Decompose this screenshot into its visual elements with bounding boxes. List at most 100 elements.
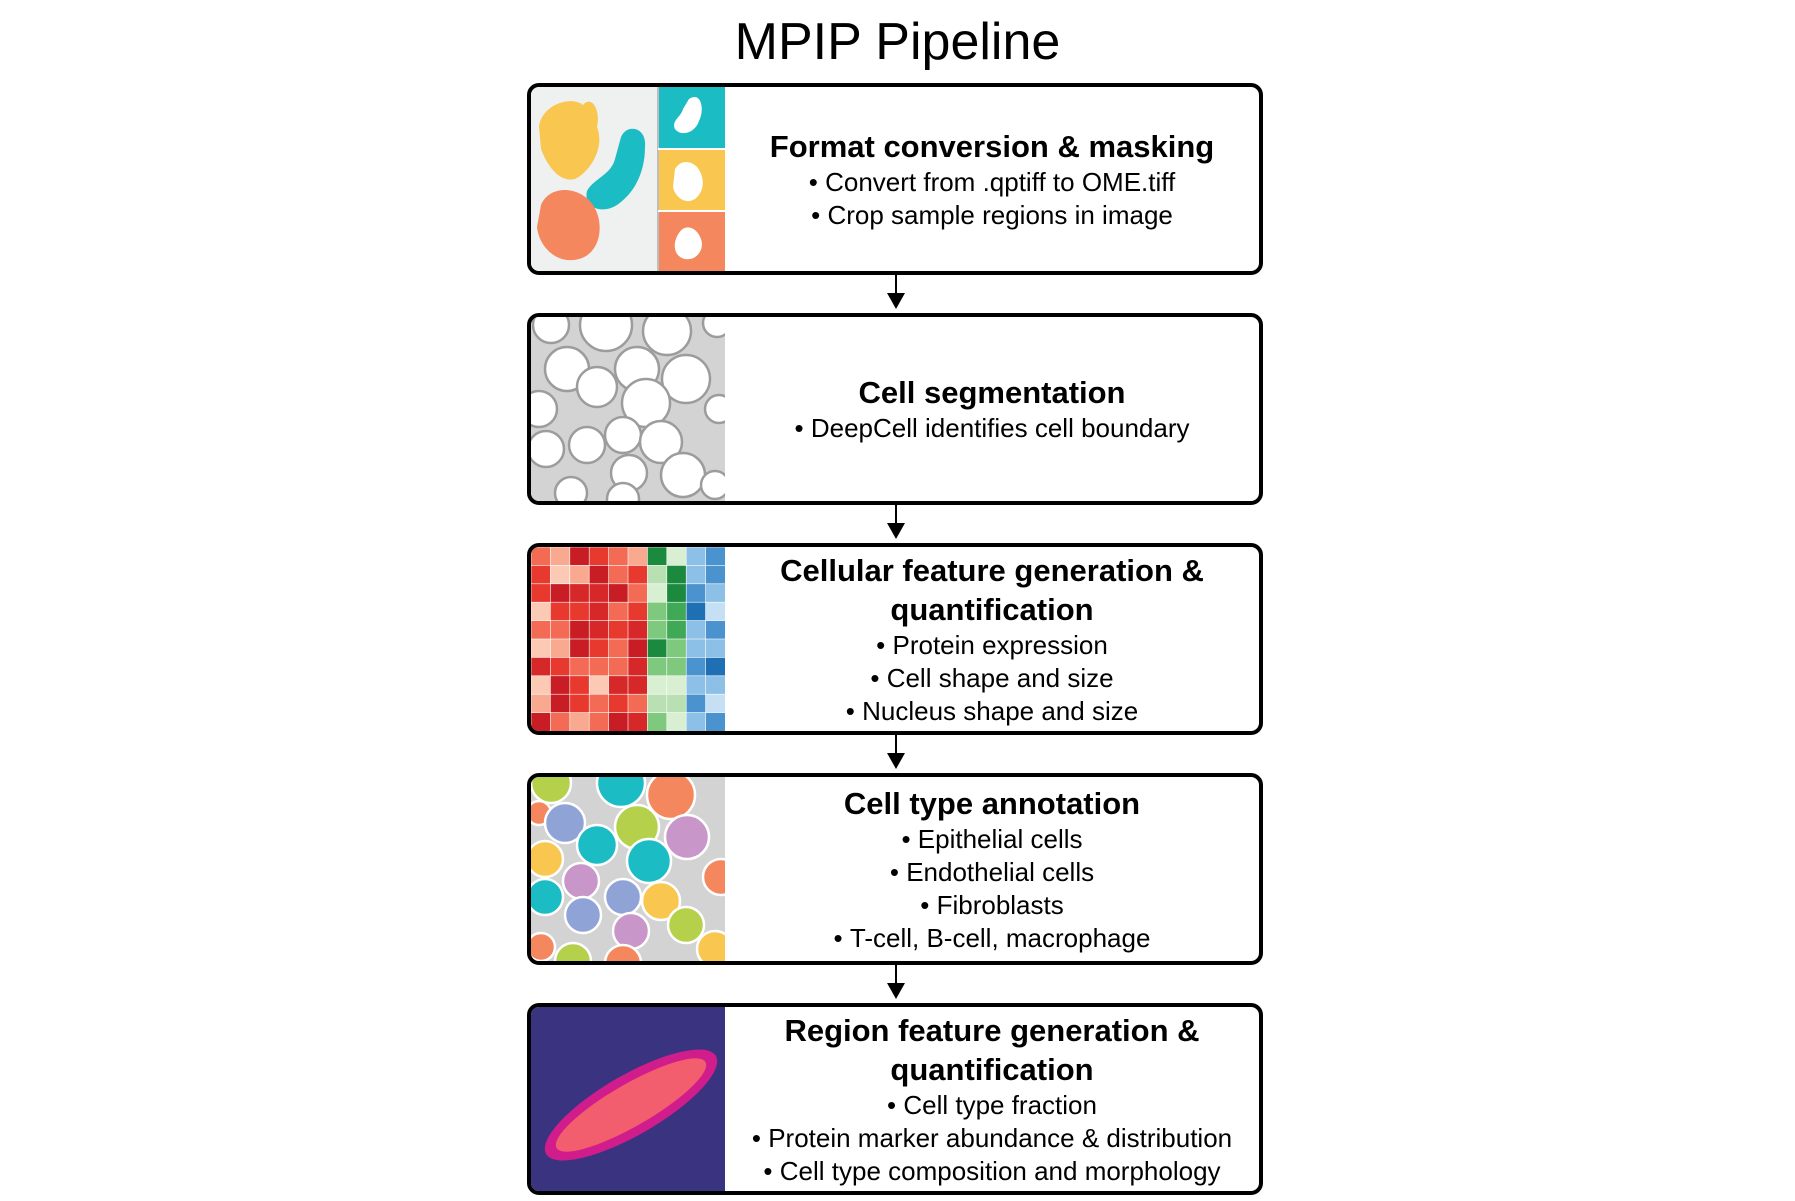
heatmap-cell xyxy=(569,693,590,714)
heatmap-cell xyxy=(588,620,610,640)
heatmap-cell xyxy=(569,565,590,585)
stage-cellular-features: Cellular feature generation & quantifica… xyxy=(527,543,1263,735)
heatmap-cell xyxy=(627,675,649,695)
stage-cell-segmentation: Cell segmentation DeepCell identifies ce… xyxy=(527,313,1263,505)
heatmap-cell xyxy=(705,675,725,695)
stage-format-conversion: Format conversion & masking Convert from… xyxy=(527,83,1263,275)
heatmap-cell xyxy=(608,712,629,731)
stage-title: Cell type annotation xyxy=(843,785,1141,821)
flow-arrow xyxy=(887,965,905,999)
bullet-item: Protein marker abundance & distribution xyxy=(752,1122,1232,1155)
stage-bullets: Protein expression Cell shape and size N… xyxy=(846,629,1138,728)
heatmap-cell xyxy=(685,565,707,585)
heatmap-cell xyxy=(627,657,649,677)
heatmap-cell xyxy=(666,712,687,731)
heatmap-cell xyxy=(647,620,668,640)
heatmap-cell xyxy=(550,675,571,695)
stage-bullets: Convert from .qptiff to OME.tiff Crop sa… xyxy=(809,166,1176,232)
heatmap-cell xyxy=(550,638,571,659)
heatmap-cell xyxy=(531,583,552,603)
heatmap-cell xyxy=(588,657,610,677)
heatmap-cell xyxy=(627,693,649,714)
segmentation-illustration xyxy=(531,317,725,501)
heatmap-cell xyxy=(608,583,629,603)
heatmap-cell xyxy=(627,601,649,622)
heatmap-cell xyxy=(705,583,725,603)
heatmap-cell xyxy=(647,657,668,677)
heatmap-cell xyxy=(647,583,668,603)
stage-title: Format conversion & masking xyxy=(769,128,1215,164)
annotation-illustration xyxy=(531,777,725,961)
heatmap-cell xyxy=(531,620,552,640)
heatmap-cell xyxy=(550,547,571,567)
heatmap-cell xyxy=(588,601,610,622)
heatmap-cell xyxy=(705,601,725,622)
heatmap-cell xyxy=(685,583,707,603)
bullet-item: Crop sample regions in image xyxy=(809,199,1176,232)
heatmap-cell xyxy=(569,712,590,731)
stage-title: Cell segmentation xyxy=(858,375,1126,410)
heatmap-cell xyxy=(531,601,552,622)
heatmap-cell xyxy=(666,638,687,659)
stage-bullets: DeepCell identifies cell boundary xyxy=(795,412,1190,445)
bullet-item: DeepCell identifies cell boundary xyxy=(795,412,1190,445)
heatmap-cell xyxy=(531,547,552,567)
heatmap-cell xyxy=(647,675,668,695)
heatmap-cell xyxy=(608,547,629,567)
heatmap-cell xyxy=(705,565,725,585)
heatmap-cell xyxy=(569,620,590,640)
stage-text: Region feature generation & quantificati… xyxy=(725,1007,1259,1191)
diagram-title: MPIP Pipeline xyxy=(734,13,1061,71)
bullet-item: Convert from .qptiff to OME.tiff xyxy=(809,166,1175,199)
heatmap-cell xyxy=(531,712,552,731)
heatmap-cell xyxy=(685,547,707,567)
bullet-item: Fibroblasts xyxy=(834,889,1151,922)
heatmap-cell xyxy=(550,565,571,585)
heatmap-cell xyxy=(627,638,649,659)
heatmap-cell xyxy=(531,657,552,677)
stage-text: Cell type annotation Epithelial cells En… xyxy=(725,777,1259,961)
heatmap-cell xyxy=(685,620,707,640)
heatmap-cell xyxy=(588,547,610,567)
heatmap-cell xyxy=(705,657,725,677)
heatmap-cell xyxy=(588,638,610,659)
heatmap-cell xyxy=(588,583,610,603)
stage-text: Cellular feature generation & quantifica… xyxy=(725,547,1259,731)
heatmap-cell xyxy=(685,675,707,695)
heatmap-cell xyxy=(608,601,629,622)
heatmap-cell xyxy=(647,547,668,567)
heatmap-cell xyxy=(666,583,687,603)
heatmap-cell xyxy=(608,565,629,585)
heatmap-cell xyxy=(627,620,649,640)
heatmap-cell xyxy=(627,583,649,603)
stage-title: Cellular feature generation & quantifica… xyxy=(780,552,1204,627)
heatmap-illustration xyxy=(531,547,725,731)
bullet-item: T-cell, B-cell, macrophage xyxy=(834,922,1151,955)
heatmap-cell xyxy=(685,712,707,731)
heatmap-cell xyxy=(550,657,571,677)
heatmap-cell xyxy=(705,547,725,567)
heatmap-cell xyxy=(569,583,590,603)
heatmap-cell xyxy=(666,547,687,567)
region-illustration xyxy=(531,1007,725,1191)
heatmap-cell xyxy=(550,712,571,731)
heatmap-cell xyxy=(685,657,707,677)
heatmap-cell xyxy=(666,693,687,714)
heatmap-cell xyxy=(705,620,725,640)
heatmap-cell xyxy=(666,657,687,677)
heatmap-cell xyxy=(685,693,707,714)
bullet-item: Endothelial cells xyxy=(834,856,1151,889)
heatmap-cell xyxy=(531,565,552,585)
heatmap-cell xyxy=(647,638,668,659)
heatmap-cell xyxy=(666,601,687,622)
stage-region-features: Region feature generation & quantificati… xyxy=(527,1003,1263,1195)
heatmap-cell xyxy=(685,638,707,659)
heatmap-cell xyxy=(569,601,590,622)
stage-bullets: Cell type fraction Protein marker abunda… xyxy=(752,1089,1232,1188)
heatmap-cell xyxy=(608,657,629,677)
bullet-item: Cell shape and size xyxy=(846,662,1138,695)
bullet-item: Cell type composition and morphology xyxy=(752,1155,1232,1188)
heatmap-cell xyxy=(705,638,725,659)
heatmap-cell xyxy=(588,693,610,714)
heatmap-cell xyxy=(666,675,687,695)
